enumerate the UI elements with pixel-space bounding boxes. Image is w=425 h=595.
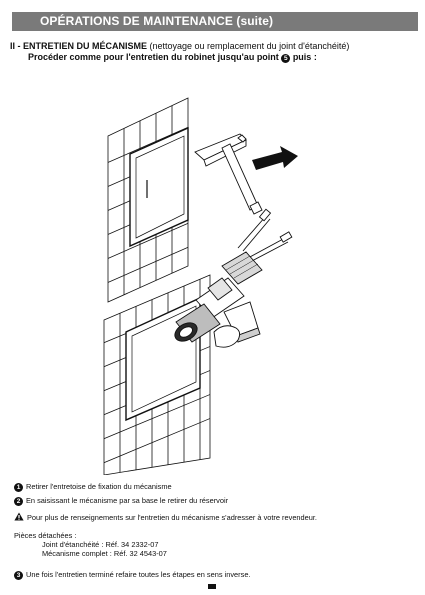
- subheading-after: puis :: [290, 52, 317, 62]
- page-title: OPÉRATIONS DE MAINTENANCE (suite): [40, 14, 274, 28]
- step-3-number-badge: 3: [14, 571, 23, 580]
- subheading-before: Procéder comme pour l'entretien du robin…: [28, 52, 282, 62]
- step-1-text: Retirer l'entretoise de fixation du méca…: [26, 482, 172, 491]
- spare-part-seal: Joint d'étanchéité : Réf. 34 2332-07: [42, 540, 159, 549]
- section-subheading: Procéder comme pour l'entretien du robin…: [28, 52, 317, 63]
- spare-parts-title: Pièces détachées :: [14, 531, 77, 540]
- page-number-mark: [208, 584, 216, 589]
- warning-note: Pour plus de renseignements sur l'entret…: [14, 512, 317, 522]
- removed-brace: [194, 133, 263, 215]
- section-heading: II - ENTRETIEN DU MÉCANISME (nettoyage o…: [10, 41, 349, 51]
- flush-mechanism: [174, 208, 293, 348]
- section-heading-strong: II - ENTRETIEN DU MÉCANISME: [10, 41, 148, 51]
- maintenance-illustration: [103, 97, 298, 475]
- section-heading-rest: (nettoyage ou remplacement du joint d'ét…: [147, 41, 350, 51]
- warning-triangle-icon: [14, 512, 24, 521]
- header-bar: OPÉRATIONS DE MAINTENANCE (suite): [12, 12, 418, 31]
- spare-part-mechanism: Mécanisme complet : Réf. 32 4543-07: [42, 549, 167, 558]
- step-3-text: Une fois l'entretien terminé refaire tou…: [26, 570, 251, 579]
- tank-opening-top: [129, 126, 189, 248]
- step-2-number-badge: 2: [14, 497, 23, 506]
- step-2-text: En saisissant le mécanisme par sa base l…: [26, 496, 229, 505]
- spare-parts: Pièces détachées : Joint d'étanchéité : …: [14, 531, 167, 558]
- subheading-number-badge: 5: [281, 54, 291, 63]
- step-1-number-badge: 1: [14, 483, 23, 492]
- removal-arrow: [252, 146, 298, 170]
- warning-text: Pour plus de renseignements sur l'entret…: [27, 513, 317, 522]
